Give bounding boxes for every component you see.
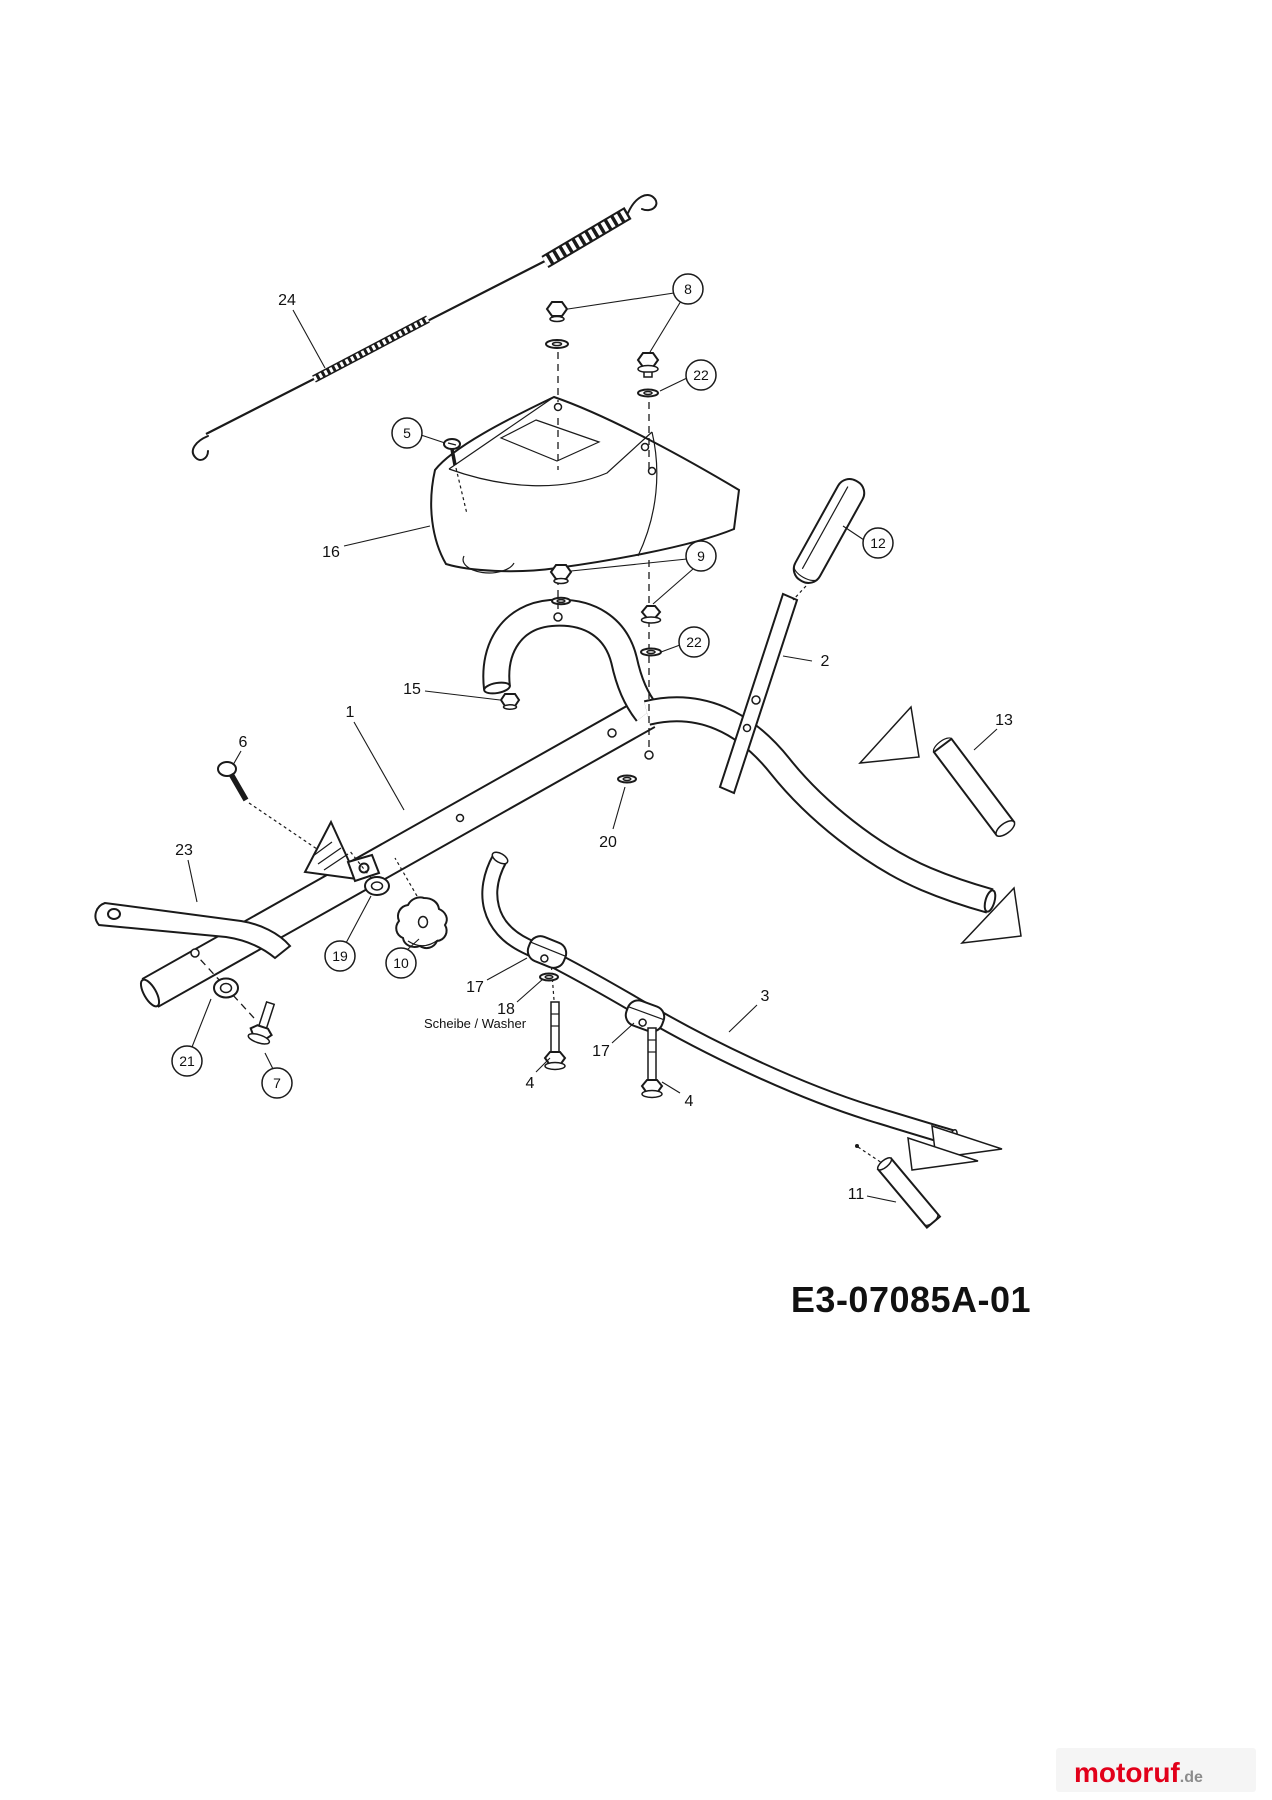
svg-text:16: 16 — [322, 544, 340, 561]
callout-10: 10 — [385, 938, 420, 979]
hardware-bolt-6 — [217, 761, 249, 802]
callout-21: 21 — [171, 998, 212, 1077]
callout-5: 5 — [391, 417, 446, 449]
footer-logo: motoruf.de — [1056, 1748, 1256, 1792]
svg-text:4: 4 — [685, 1093, 694, 1110]
svg-text:11: 11 — [848, 1186, 865, 1203]
insertion-arrows — [858, 705, 1022, 1171]
part-spring-cable — [191, 194, 658, 461]
svg-text:7: 7 — [273, 1075, 281, 1091]
logo-tld-text: .de — [1180, 1769, 1203, 1786]
part-right-handle-bar — [643, 696, 997, 914]
callout-9: 9 — [570, 540, 717, 605]
part-short-tube-11 — [876, 1157, 942, 1229]
callout-4a: 4 — [526, 1057, 551, 1092]
callout-4b: 4 — [661, 1081, 694, 1110]
callout-6: 6 — [232, 734, 248, 766]
svg-text:5: 5 — [403, 425, 411, 441]
part-support-bracket — [718, 592, 799, 795]
svg-text:21: 21 — [179, 1053, 195, 1069]
part-main-handle-tube — [139, 698, 656, 1008]
svg-text:17: 17 — [466, 979, 484, 996]
part-grip-tube — [932, 737, 1016, 838]
svg-text:13: 13 — [995, 712, 1013, 729]
callouts: 24 8 22 5 16 12 — [171, 273, 1013, 1203]
svg-text:6: 6 — [239, 734, 248, 751]
washer-note: Scheibe / Washer — [424, 1016, 527, 1031]
svg-text:20: 20 — [599, 834, 617, 851]
svg-text:3: 3 — [761, 988, 770, 1005]
hardware-nut-washer-9 — [549, 564, 662, 624]
hardware-nut-washer-8 — [545, 301, 660, 378]
hardware-clamp-17b — [624, 999, 666, 1033]
callout-8: 8 — [567, 273, 704, 353]
callout-22b: 22 — [660, 626, 710, 658]
part-grip-pad — [792, 478, 866, 584]
svg-text:24: 24 — [278, 292, 296, 309]
callout-3: 3 — [728, 988, 770, 1033]
svg-text:23: 23 — [175, 842, 193, 859]
hardware-nut-15 — [499, 693, 521, 710]
part-lock-lever — [94, 901, 292, 960]
hardware-washer-19 — [364, 876, 390, 896]
callout-19: 19 — [324, 895, 372, 972]
hardware-clamp-17a — [526, 935, 568, 969]
svg-text:19: 19 — [332, 948, 348, 964]
hardware-star-knob-10 — [395, 896, 448, 950]
callout-1: 1 — [346, 704, 405, 811]
callout-2: 2 — [782, 653, 830, 670]
hardware-bolt-4b — [640, 1027, 664, 1099]
part-lower-cross-bar — [481, 851, 958, 1147]
hardware-washer-20 — [617, 774, 637, 784]
part-upper-handle-loop — [482, 598, 659, 722]
callout-15: 15 — [403, 681, 501, 701]
callout-11: 11 — [848, 1186, 897, 1203]
hardware-washer-18 — [539, 972, 559, 982]
callout-20: 20 — [599, 786, 626, 851]
svg-text:15: 15 — [403, 681, 421, 698]
hardware-washer-22a — [637, 388, 659, 398]
svg-text:10: 10 — [393, 955, 409, 971]
hardware-bolt-7 — [247, 1000, 276, 1045]
callout-18: 18 — [497, 978, 544, 1018]
callout-13: 13 — [973, 712, 1013, 751]
svg-text:2: 2 — [821, 653, 830, 670]
callout-16: 16 — [322, 525, 431, 561]
hardware-washer-22b — [640, 647, 662, 657]
svg-text:12: 12 — [870, 535, 886, 551]
callout-22a: 22 — [659, 359, 717, 392]
svg-text:motoruf.de: motoruf.de — [1074, 1757, 1203, 1788]
logo-background — [1056, 1748, 1256, 1792]
svg-text:17: 17 — [592, 1043, 610, 1060]
svg-text:18: 18 — [497, 1001, 515, 1018]
part-control-housing-cover — [430, 395, 741, 574]
svg-text:4: 4 — [526, 1075, 535, 1092]
logo-brand-text: motoruf — [1074, 1757, 1180, 1788]
callout-24: 24 — [278, 292, 326, 369]
callout-12: 12 — [842, 525, 894, 559]
hardware-screw-5 — [443, 438, 461, 466]
svg-text:22: 22 — [693, 367, 709, 383]
svg-text:8: 8 — [684, 281, 692, 297]
callout-17b: 17 — [592, 1022, 635, 1060]
callout-23: 23 — [175, 842, 198, 903]
callout-17a: 17 — [466, 957, 528, 996]
callout-7: 7 — [261, 1052, 293, 1099]
svg-text:9: 9 — [697, 548, 705, 564]
svg-text:22: 22 — [686, 634, 702, 650]
hardware-washer-21 — [213, 977, 239, 999]
hardware-bolt-4a — [543, 1001, 567, 1071]
part-code: E3-07085A-01 — [791, 1279, 1031, 1320]
svg-text:1: 1 — [346, 704, 355, 721]
